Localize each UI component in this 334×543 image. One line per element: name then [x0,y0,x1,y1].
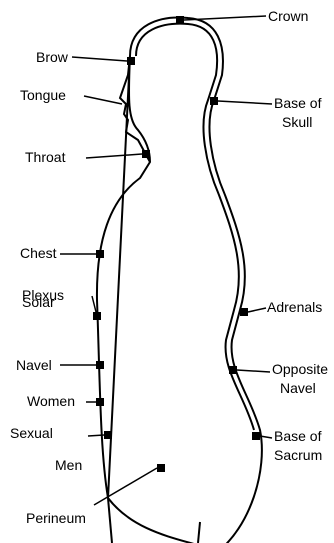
tongue-leader [84,96,122,104]
throat-dot [142,150,150,158]
base-of-skull-leader [218,101,272,104]
solar-plexus-line-2: Plexus [22,287,64,303]
base-of-sacrum-line-1: Base of [274,428,322,444]
adrenals-label: Adrenals [267,299,322,315]
brow-label: Brow [36,49,69,65]
opposite-navel-line-1: Opposite [272,361,328,377]
base-of-skull-line-1: Base of [274,95,322,111]
chest-label: Chest [20,245,57,261]
base-of-sacrum-dot [252,432,260,440]
base-of-skull-label: Base of Skull [274,95,325,130]
crown-leader [184,16,266,20]
base-of-sacrum-label: Base of Sacrum [274,428,325,463]
women-label: Women [27,393,75,409]
navel-label: Navel [16,357,52,373]
perineum-leader [94,468,157,505]
base-of-sacrum-line-2: Sacrum [274,447,322,463]
chest-dot [96,250,104,258]
throat-label: Throat [25,149,66,165]
opposite-navel-dot [229,366,237,374]
leg-back [198,522,200,543]
throat-leader [86,154,142,158]
brow-dot [127,57,135,65]
base-of-skull-line-2: Skull [282,114,312,130]
navel-dot [96,361,104,369]
opposite-navel-label: Opposite Navel [272,361,332,396]
adrenals-leader [248,308,266,312]
men-label: Men [55,457,82,473]
adrenals-dot [240,308,248,316]
opposite-navel-leader [237,370,270,372]
base-of-skull-dot [210,97,218,105]
sexual-label: Sexual [10,425,53,441]
women-dot [96,398,104,406]
brow-leader [72,57,127,61]
opposite-navel-line-2: Navel [280,380,316,396]
men-leader [88,435,104,436]
men-dot [104,431,112,439]
perineum-label: Perineum [26,510,86,526]
tongue-label: Tongue [20,87,66,103]
leg-front [108,498,112,543]
solar-plexus-label: Solar Plexus [22,287,64,310]
crown-dot [176,16,184,24]
face-profile [120,56,150,162]
perineum-dot [157,464,165,472]
body-outline-outer [97,17,262,543]
crown-label: Crown [268,8,308,24]
